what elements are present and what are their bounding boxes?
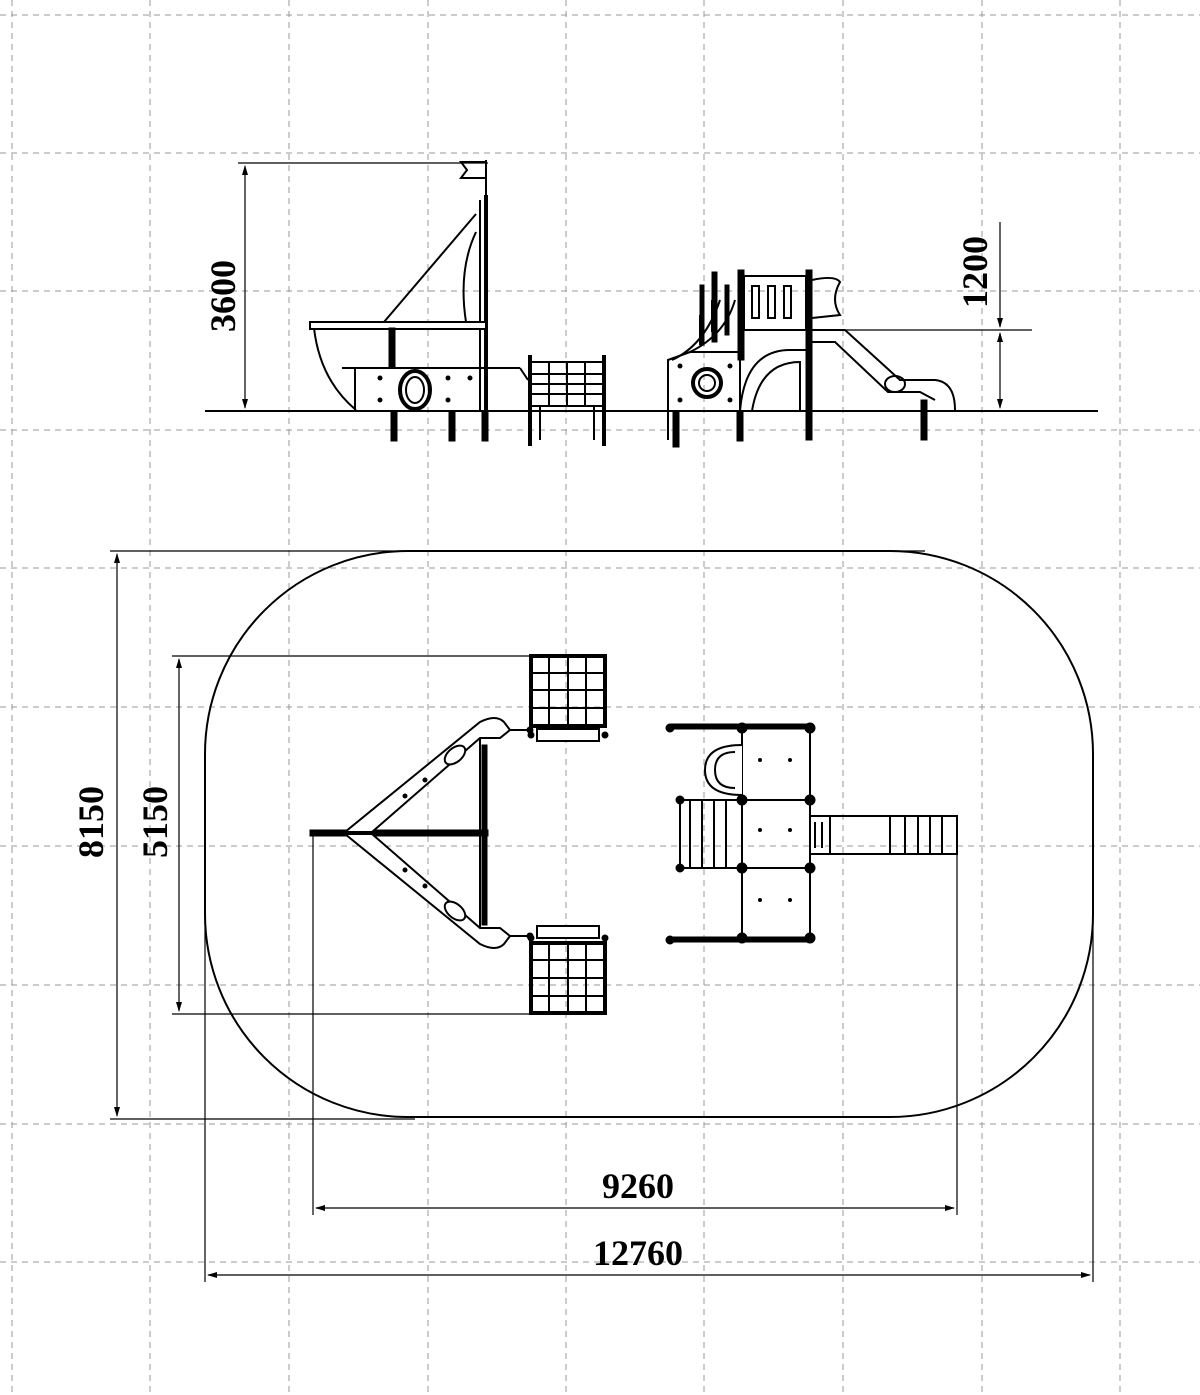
width-dimension-9260 [312,836,958,1215]
tower-plan [665,722,958,945]
width-dimension-12760 [204,835,1094,1282]
dimension-label-1200: 1200 [955,236,995,308]
dimension-label-3600: 3600 [203,260,243,332]
height-dimension-3600 [238,162,488,409]
climbing-net-elevation [528,355,606,446]
elevation-view: 3600 [203,160,1098,448]
climbing-net-plan-lower [527,925,609,1015]
depth-dimension-5150 [172,655,531,1015]
plan-view: 8150 5150 9260 12760 [71,550,1094,1282]
climbing-net-plan-upper [527,654,609,742]
ship-plan [309,717,534,949]
height-dimension-1200 [832,222,1032,409]
ship-structure [309,160,529,442]
dimension-label-8150: 8150 [71,786,111,858]
dimension-label-9260: 9260 [602,1166,674,1206]
depth-dimension-8150 [110,550,925,1120]
tower-elevation [667,269,956,448]
dimension-label-12760: 12760 [593,1233,683,1273]
dimension-label-5150: 5150 [135,786,175,858]
